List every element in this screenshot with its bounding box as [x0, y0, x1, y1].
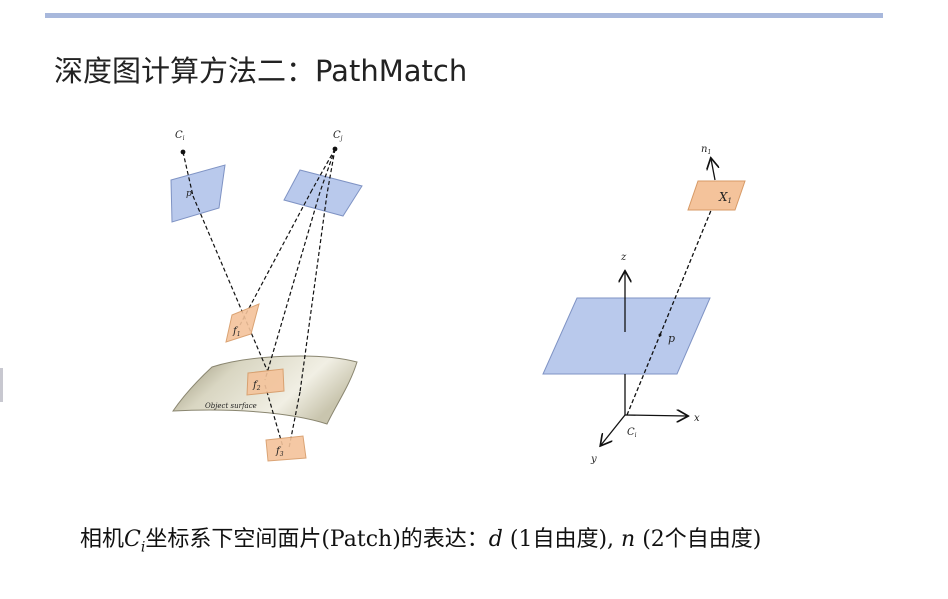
patch-f1-label: f1 [232, 326, 241, 338]
pixel-point [658, 333, 662, 337]
patch-f3 [265, 435, 307, 462]
patch-x1-label: X1 [718, 190, 732, 205]
patch-f1 [225, 303, 260, 343]
projection-rays [182, 148, 336, 449]
patch-parameterization-diagram: p z x y Ci X1 n1 [542, 144, 746, 465]
patch-f3-label: f3 [275, 446, 284, 458]
slide-caption: 相机Ci坐标系下空间面片(Patch)的表达：d (1自由度), n (2个自由… [80, 527, 762, 556]
y-axis-label: y [590, 454, 597, 465]
x-axis-label: x [694, 413, 700, 424]
patch-f2 [246, 368, 285, 396]
image-plane-right [542, 297, 711, 375]
y-axis [601, 414, 626, 445]
slide-edge-marker [0, 368, 3, 402]
normal-vector [711, 159, 715, 181]
x-axis [624, 415, 687, 416]
slide-title: 深度图计算方法二：PathMatch [54, 54, 468, 88]
z-axis-label: z [620, 252, 627, 263]
camera-i-label: Ci [175, 130, 185, 142]
camera-symbol: C [124, 527, 141, 552]
patch-x1 [687, 180, 746, 211]
pixel-label-right: p [668, 332, 675, 345]
patch-ray [626, 207, 713, 416]
image-plane-i [170, 164, 226, 223]
surface-label: Object surface [205, 402, 257, 410]
normal-label: n1 [701, 144, 711, 156]
camera-j-label: Cj [333, 130, 343, 142]
image-plane-j [283, 169, 363, 217]
multi-view-diagram: Object surface Ci Cj p f1 f2 f3 [170, 130, 363, 462]
pixel-label-left: p [186, 189, 192, 199]
patch-f2-label: f2 [252, 380, 261, 392]
camera-label-right: Ci [627, 427, 637, 439]
title-rule [45, 13, 883, 18]
